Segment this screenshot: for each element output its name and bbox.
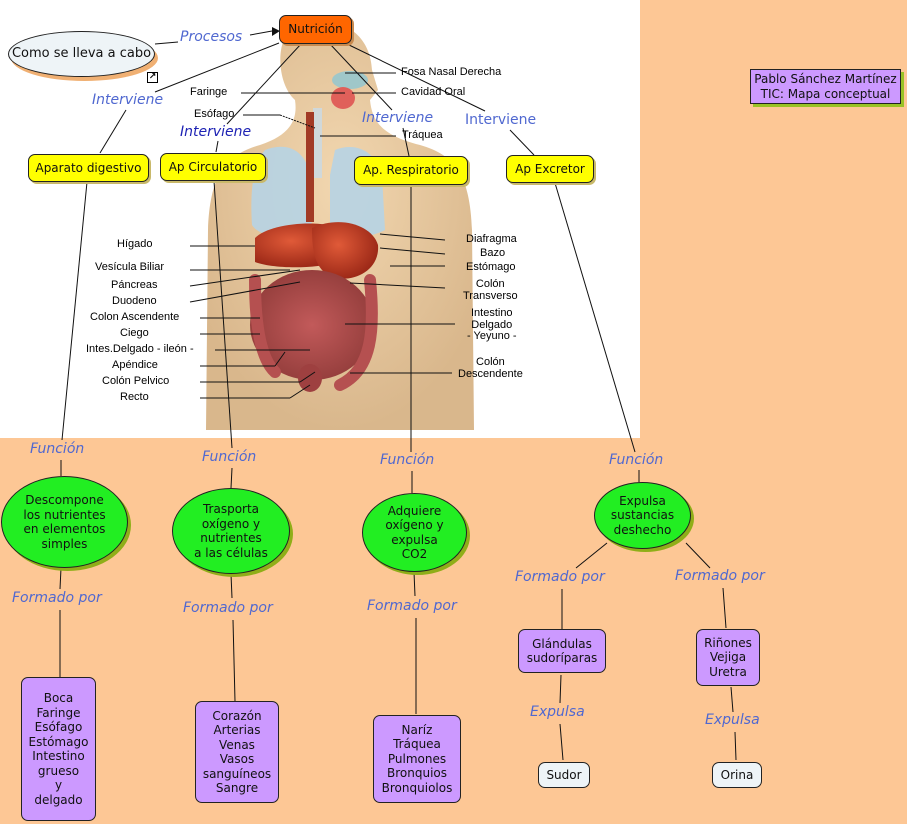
system-node-respiratorio[interactable]: Ap. Respiratorio [354, 156, 468, 185]
author-subtitle: TIC: Mapa conceptual [760, 86, 891, 101]
parts-node-rinones[interactable]: Riñones Vejiga Uretra [696, 629, 760, 686]
external-link-icon[interactable]: ↗ [147, 72, 158, 83]
anatomy-label-bazo: Bazo [480, 247, 506, 259]
link-label-funcion-digestivo: Función [30, 441, 85, 457]
link-label-formado-respiratorio: Formado por [367, 598, 457, 614]
anatomy-label-diafragma: Diafragma [466, 233, 517, 245]
anatomy-label-esofago: Esófago [194, 108, 235, 120]
link-label-funcion-respiratorio: Función [380, 452, 435, 468]
link-label-interviene-circulatorio: Interviene [180, 124, 252, 140]
anatomy-label-ciego: Ciego [120, 327, 149, 339]
link-label-formado-circulatorio: Formado por [183, 600, 273, 616]
author-name: Pablo Sánchez Martínez [754, 71, 897, 86]
function-node-excretor[interactable]: Expulsa sustancias deshecho [594, 482, 691, 549]
link-label-funcion-circulatorio: Función [202, 449, 257, 465]
anatomy-label-recto: Recto [120, 391, 149, 403]
anatomy-label-pancreas: Páncreas [111, 279, 158, 291]
anatomy-label-colon-ascendente: Colon Ascendente [90, 311, 180, 323]
anatomy-label-intestino-delgado-ileon: Intes.Delgado - ileón - [86, 343, 194, 355]
link-label-interviene-digestivo: Interviene [92, 92, 164, 108]
function-node-digestivo[interactable]: Descompone los nutrientes en elementos s… [1, 476, 128, 568]
anatomy-label-duodeno: Duodeno [112, 295, 157, 307]
root-node-nutricion[interactable]: Nutrición [279, 15, 352, 44]
anatomy-label-colon-descendente: Colón Descendente [458, 356, 523, 380]
parts-node-respiratorio[interactable]: Naríz Tráquea Pulmones Bronquios Bronqui… [373, 715, 461, 803]
link-label-formado-excretor-2: Formado por [675, 568, 765, 584]
output-node-sudor[interactable]: Sudor [538, 762, 590, 788]
anatomy-label-intestino-delgado-yeyuno: Intestino Delgado - Yeyuno - [467, 307, 517, 342]
link-label-expulsa-2: Expulsa [705, 712, 760, 728]
anatomy-label-estomago: Estómago [466, 261, 516, 273]
anatomy-label-vesicula-biliar: Vesícula Biliar [95, 261, 165, 273]
system-node-excretor[interactable]: Ap Excretor [506, 155, 594, 183]
parts-node-circulatorio[interactable]: Corazón Arterias Venas Vasos sanguíneos … [195, 701, 279, 803]
link-label-interviene-respiratorio: Interviene [362, 110, 434, 126]
link-label-formado-excretor-1: Formado por [515, 569, 605, 585]
link-label-interviene-excretor: Interviene [465, 112, 537, 128]
anatomy-label-fosa-nasal: Fosa Nasal Derecha [401, 66, 502, 78]
question-node[interactable]: Como se lleva a cabo [8, 31, 155, 77]
output-node-orina[interactable]: Orina [712, 762, 762, 788]
system-node-circulatorio[interactable]: Ap Circulatorio [160, 153, 266, 181]
anatomy-label-colon-transverso: Colón Transverso [463, 278, 518, 302]
author-box: Pablo Sánchez Martínez TIC: Mapa concept… [750, 69, 901, 104]
anatomy-label-faringe: Faringe [190, 86, 228, 98]
parts-node-digestivo[interactable]: Boca Faringe Esófago Estómago Intestino … [21, 677, 96, 821]
function-node-circulatorio[interactable]: Trasporta oxígeno y nutrientes a las cél… [172, 488, 290, 574]
link-label-funcion-excretor: Función [609, 452, 664, 468]
link-label-expulsa-1: Expulsa [530, 704, 585, 720]
link-label-formado-digestivo: Formado por [12, 590, 102, 606]
anatomy-label-higado: Hígado [117, 238, 153, 250]
anatomy-label-apendice: Apéndice [112, 359, 158, 371]
anatomy-label-colon-pelvico: Colón Pelvico [102, 375, 170, 387]
system-node-digestivo[interactable]: Aparato digestivo [28, 154, 149, 182]
link-label-procesos: Procesos [180, 29, 243, 45]
function-node-respiratorio[interactable]: Adquiere oxígeno y expulsa CO2 [362, 493, 467, 572]
parts-node-glandulas[interactable]: Glándulas sudoríparas [518, 629, 606, 673]
anatomy-label-cavidad-oral: Cavidad Oral [401, 86, 466, 98]
anatomy-label-traquea: Tráquea [402, 129, 443, 141]
